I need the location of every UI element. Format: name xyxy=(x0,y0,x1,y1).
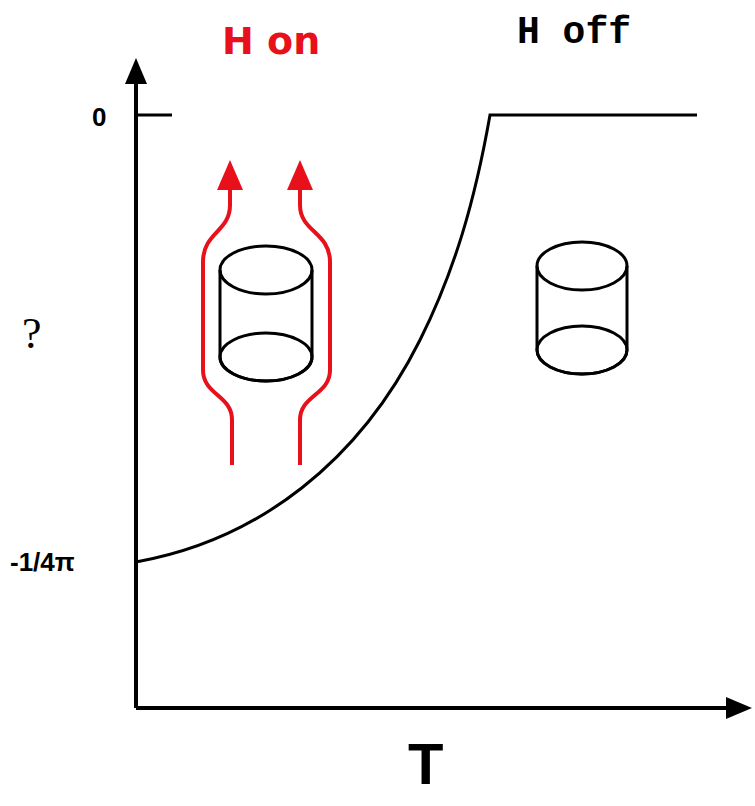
axis-title: ? xyxy=(22,312,42,356)
axis-value: 0 xyxy=(92,104,106,130)
zero-tick xyxy=(136,114,172,117)
x-axis-head xyxy=(726,697,752,719)
flux-arrow-head xyxy=(287,160,313,190)
x-axis xyxy=(136,706,728,710)
superconductor-cylinder xyxy=(220,246,312,381)
y-axis xyxy=(134,80,138,708)
field-off-label: H off xyxy=(517,14,631,52)
field-on-label: H on xyxy=(222,22,320,60)
magnetization-curve xyxy=(136,115,697,562)
flux-arrow-head xyxy=(217,160,243,190)
normal-cylinder xyxy=(537,242,627,374)
flux-lines xyxy=(203,185,330,465)
y-axis-head xyxy=(125,58,147,84)
axis-title: T xyxy=(408,735,443,793)
axis-value: -1/4π xyxy=(10,549,75,575)
